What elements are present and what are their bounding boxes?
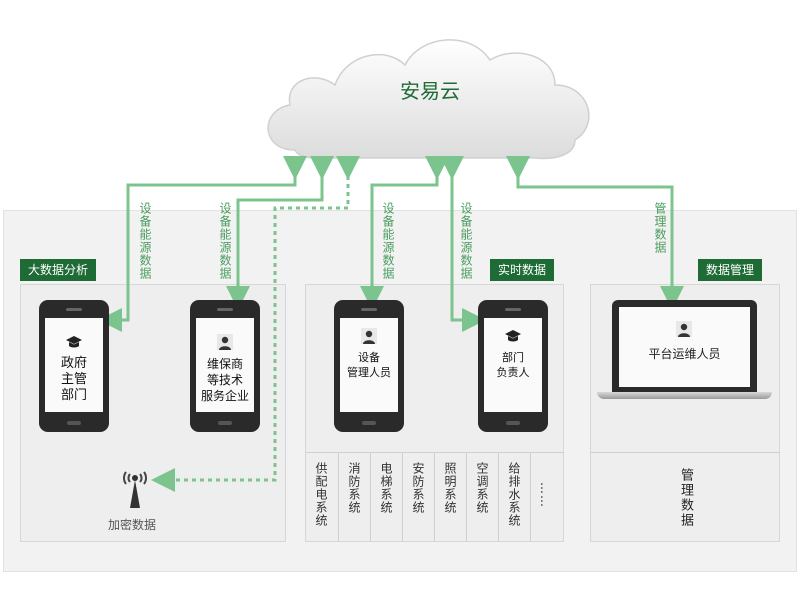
system-fire: 消防系统: [338, 452, 370, 542]
person-icon: [676, 321, 692, 337]
cloud-shape: [267, 39, 590, 160]
arrow-label-5: 管理数据: [653, 202, 667, 254]
arrow-label-3: 设备能源数据: [381, 202, 395, 280]
arrow-device-mgr: [360, 156, 449, 310]
system-more: ……: [530, 452, 564, 542]
arrow-encrypted: [151, 156, 360, 492]
system-hvac: 空调系统: [466, 452, 498, 542]
person-icon: [361, 328, 377, 344]
phone-device-manager: 设备 管理人员: [334, 300, 404, 432]
encrypt-label: 加密数据: [108, 518, 157, 532]
arrow-label-1: 设备能源数据: [138, 202, 152, 280]
phone-dept-head: 部门 负责人: [478, 300, 548, 432]
tag-data-management: 数据管理: [698, 259, 763, 281]
phone-device-manager-label: 设备 管理人员: [347, 351, 391, 379]
laptop-base: [597, 392, 772, 399]
arrow-dept-head: [440, 156, 486, 332]
arrow-label-4: 设备能源数据: [459, 202, 473, 280]
system-security: 安防系统: [402, 452, 434, 542]
laptop: 平台运维人员: [612, 300, 757, 392]
mgmt-data-label: 管理数据: [678, 468, 693, 528]
antenna-icon: [123, 471, 147, 508]
cloud-label: 安易云: [400, 79, 460, 103]
arrow-maint: [226, 156, 334, 310]
system-elevator: 电梯系统: [370, 452, 402, 542]
tag-big-data: 大数据分析: [20, 259, 97, 281]
phone-gov: 政府 主管 部门: [39, 300, 109, 432]
system-water: 给排水系统: [498, 452, 530, 542]
system-lighting: 照明系统: [434, 452, 466, 542]
phone-dept-head-label: 部门 负责人: [496, 351, 530, 379]
arrow-label-2: 设备能源数据: [218, 202, 232, 280]
phone-maintenance-label: 维保商 等技术 服务企业: [200, 357, 249, 403]
person-icon: [217, 334, 233, 350]
phone-maintenance: 维保商 等技术 服务企业: [190, 300, 260, 432]
graduation-cap-icon: [505, 330, 521, 342]
graduation-cap-icon: [66, 336, 82, 348]
phone-gov-label: 政府 主管 部门: [60, 356, 87, 403]
right-divider: [590, 452, 780, 453]
system-power: 供配电系统: [314, 462, 328, 527]
laptop-label: 平台运维人员: [648, 347, 721, 361]
arrow-mgmt: [506, 156, 684, 310]
laptop-screen: 平台运维人员: [619, 307, 750, 387]
